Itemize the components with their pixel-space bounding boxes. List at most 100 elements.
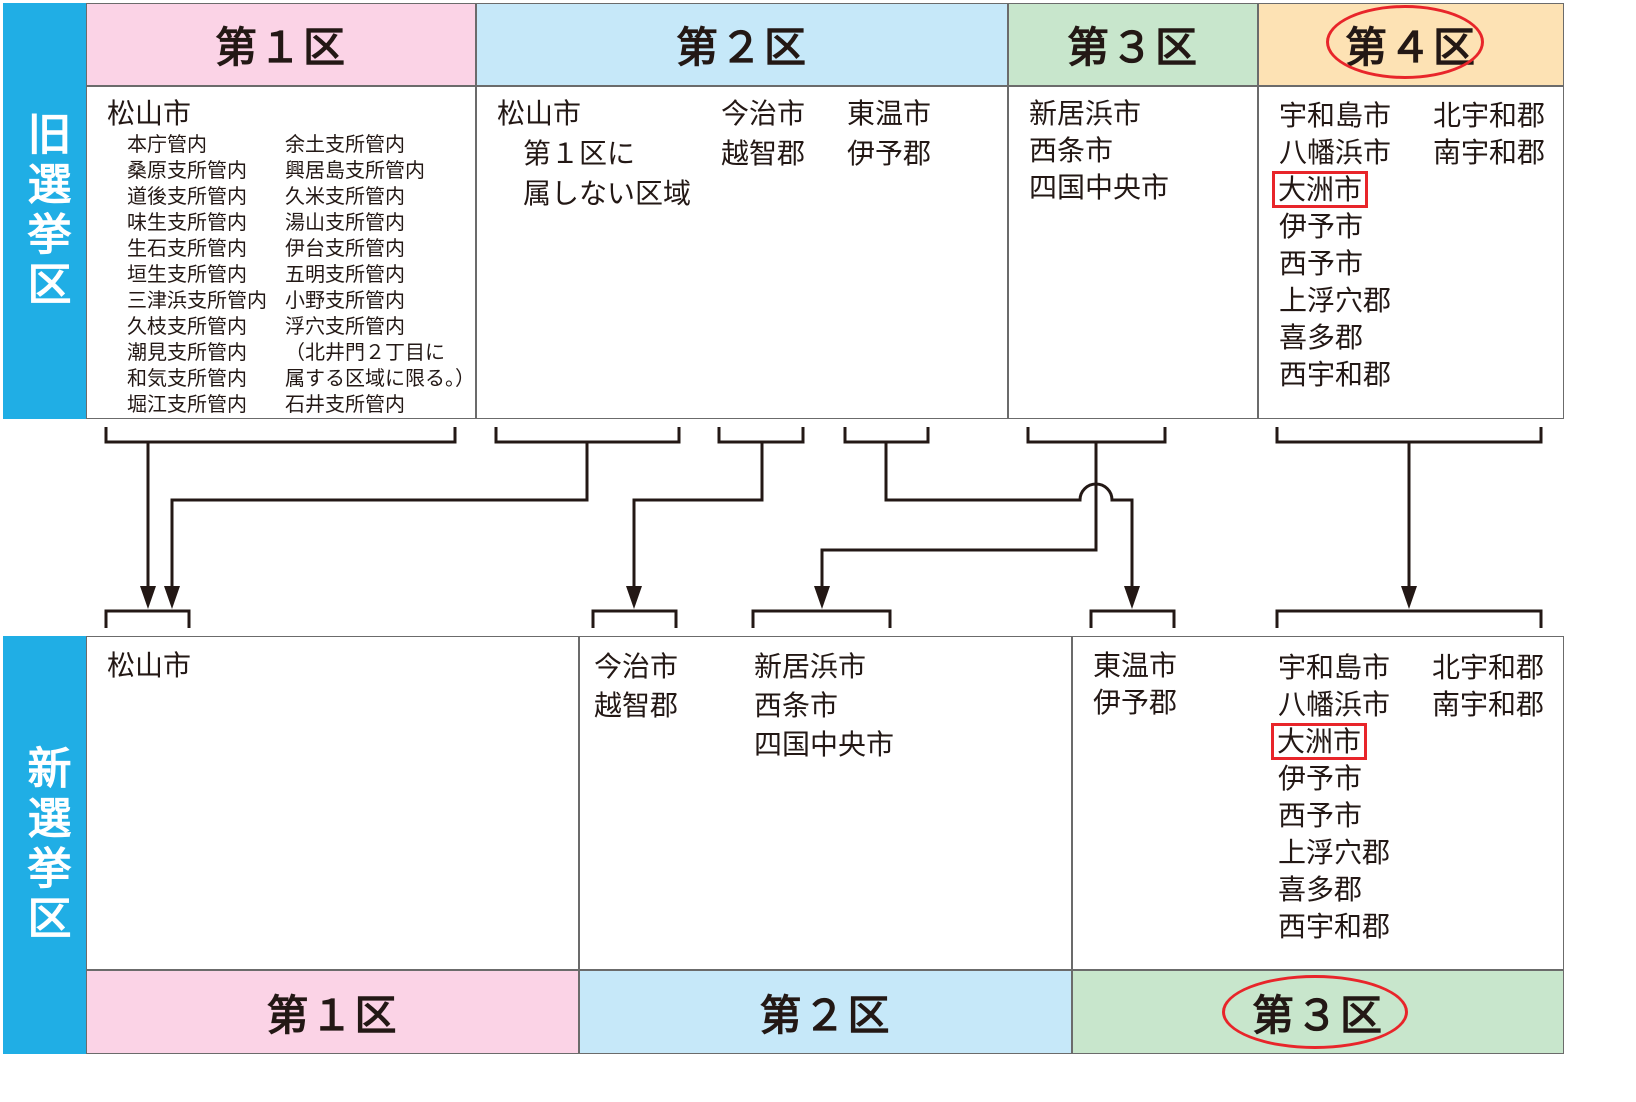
old-d1-office-list-1: 本庁管内 桑原支所管内 道後支所管内 味生支所管内 生石支所管内 垣生支所管内 … (127, 131, 267, 417)
list-item: 越智郡 (594, 689, 679, 722)
old-district-3-header: 第３区 (1008, 3, 1258, 86)
bracket-old-d3 (1026, 427, 1167, 444)
list-item: 北宇和郡 (1432, 651, 1545, 684)
new-d3-uwajima-list-1: 宇和島市 八幡浜市 大洲市 伊予市 西予市 上浮穴郡 喜多郡 西宇和郡 (1271, 649, 1391, 945)
list-item: 生石支所管内 (127, 236, 247, 260)
list-item: 八幡浜市 (1279, 136, 1392, 169)
new-d3-toon-list: 東温市 伊予郡 (1093, 647, 1177, 721)
old-district-1-header: 第１区 (86, 3, 476, 86)
list-item: 宇和島市 (1278, 651, 1391, 684)
list-item: 宇和島市 (1279, 99, 1392, 132)
bracket-old-d4 (1275, 427, 1543, 444)
list-item: 東温市 (1093, 649, 1178, 682)
ozu-highlight-old: 大洲市 (1272, 171, 1369, 208)
list-item: 湯山支所管内 (285, 210, 405, 234)
bracket-new-d2-niihama (751, 609, 892, 628)
old-d1-city: 松山市 (107, 97, 192, 130)
list-item: 西条市 (754, 689, 839, 722)
list-item: 久米支所管内 (285, 184, 405, 208)
list-item: 属する区域に限る。） (285, 366, 475, 390)
list-item: 石井支所管内 (285, 392, 405, 416)
new-district-1-header: 第１区 (86, 970, 579, 1054)
list-item: 道後支所管内 (127, 184, 247, 208)
old-d2-matsuyama-note-1: 第１区に (523, 137, 636, 170)
old-district-3-body: 新居浜市 西条市 四国中央市 (1008, 86, 1258, 419)
list-item: 五明支所管内 (285, 262, 405, 286)
list-item: 北宇和郡 (1433, 99, 1546, 132)
new-district-3-body: 東温市 伊予郡 宇和島市 八幡浜市 大洲市 伊予市 西予市 上浮穴郡 喜多郡 西… (1072, 636, 1564, 970)
old-d2-imabari: 今治市 (721, 97, 806, 130)
list-item: 南宇和郡 (1432, 688, 1545, 721)
arrowhead (1401, 586, 1417, 609)
bracket-old-d2-imabari (717, 427, 805, 444)
bracket-new-d3-uwajima (1275, 609, 1543, 628)
old-d4-list-1: 宇和島市 八幡浜市 大洲市 伊予市 西予市 上浮穴郡 喜多郡 西宇和郡 (1272, 97, 1392, 393)
bracket-new-d1 (104, 609, 191, 628)
new-d3-uwajima-list-2: 北宇和郡 南宇和郡 (1432, 649, 1544, 723)
route-old-d2-matsuyama-to-new-d1 (170, 442, 589, 586)
list-item: 南宇和郡 (1433, 136, 1546, 169)
list-item: 上浮穴郡 (1278, 836, 1391, 869)
old-d3-list: 新居浜市 西条市 四国中央市 (1029, 95, 1169, 206)
list-item: 余土支所管内 (285, 132, 405, 156)
bracket-new-d3-toon (1089, 609, 1176, 628)
old-d2-matsuyama-note-2: 属しない区域 (523, 177, 692, 210)
new-district-3-circle-mark (1222, 975, 1408, 1049)
arrowhead (164, 586, 180, 609)
list-item: 四国中央市 (754, 728, 895, 761)
list-item: 今治市 (594, 650, 679, 683)
bracket-new-d2-imabari (591, 609, 678, 628)
new-d2-niihama-list: 新居浜市 西条市 四国中央市 (754, 647, 894, 764)
list-item: 堀江支所管内 (127, 392, 247, 416)
list-item: 垣生支所管内 (127, 262, 247, 286)
new-district-2-body: 今治市 越智郡 新居浜市 西条市 四国中央市 (579, 636, 1072, 970)
old-districts-label: 旧選挙区 (3, 3, 86, 419)
old-d2-ochi: 越智郡 (721, 137, 806, 170)
bracket-old-d2-matsuyama (494, 427, 681, 444)
old-district-2-body: 松山市 第１区に 属しない区域 今治市 越智郡 東温市 伊予郡 (476, 86, 1008, 419)
bracket-old-d2-toon (843, 427, 930, 444)
arrowhead (140, 586, 156, 609)
list-item: 八幡浜市 (1278, 688, 1391, 721)
new-districts-label: 新選挙区 (3, 636, 86, 1054)
list-item: 三津浜支所管内 (127, 288, 267, 312)
list-item: 西条市 (1029, 134, 1114, 167)
new-district-1-body: 松山市 (86, 636, 579, 970)
old-district-4-circle-mark (1326, 5, 1484, 79)
old-d1-office-list-2: 余土支所管内 興居島支所管内 久米支所管内 湯山支所管内 伊台支所管内 五明支所… (285, 131, 475, 417)
list-item: 西予市 (1279, 247, 1364, 280)
list-item: 和気支所管内 (127, 366, 247, 390)
old-district-4-body: 宇和島市 八幡浜市 大洲市 伊予市 西予市 上浮穴郡 喜多郡 西宇和郡 北宇和郡… (1258, 86, 1564, 419)
route-old-d3-to-new-d2 (820, 442, 1098, 586)
list-item: 喜多郡 (1279, 321, 1364, 354)
list-item: 伊予市 (1279, 210, 1364, 243)
list-item: 本庁管内 (127, 132, 207, 156)
list-item: 西宇和郡 (1279, 358, 1392, 391)
arrowhead (1124, 586, 1140, 609)
list-item: 西宇和郡 (1278, 910, 1391, 943)
ozu-highlight-new: 大洲市 (1271, 723, 1368, 760)
list-item: 久枝支所管内 (127, 314, 247, 338)
route-old-d2-imabari-to-new-d2 (632, 442, 764, 586)
list-item: 新居浜市 (754, 650, 867, 683)
list-item: 四国中央市 (1029, 171, 1170, 204)
list-item: 興居島支所管内 (285, 158, 425, 182)
list-item: 上浮穴郡 (1279, 284, 1392, 317)
list-item: 新居浜市 (1029, 97, 1142, 130)
old-district-1-body: 松山市 本庁管内 桑原支所管内 道後支所管内 味生支所管内 生石支所管内 垣生支… (86, 86, 476, 419)
old-d2-matsuyama: 松山市 (497, 97, 582, 130)
old-d4-list-2: 北宇和郡 南宇和郡 (1433, 97, 1545, 171)
list-item: 潮見支所管内 (127, 340, 247, 364)
list-item: 喜多郡 (1278, 873, 1363, 906)
old-d2-toon: 東温市 (847, 97, 932, 130)
list-item: 伊予市 (1278, 762, 1363, 795)
new-district-2-header: 第２区 (579, 970, 1072, 1054)
arrowhead (814, 586, 830, 609)
list-item: 伊予郡 (1093, 686, 1178, 719)
list-item: （北井門２丁目に (285, 340, 445, 364)
new-d2-imabari-list: 今治市 越智郡 (594, 647, 678, 725)
new-d1-city: 松山市 (107, 649, 192, 682)
list-item: 伊台支所管内 (285, 236, 405, 260)
list-item: 小野支所管内 (285, 288, 405, 312)
